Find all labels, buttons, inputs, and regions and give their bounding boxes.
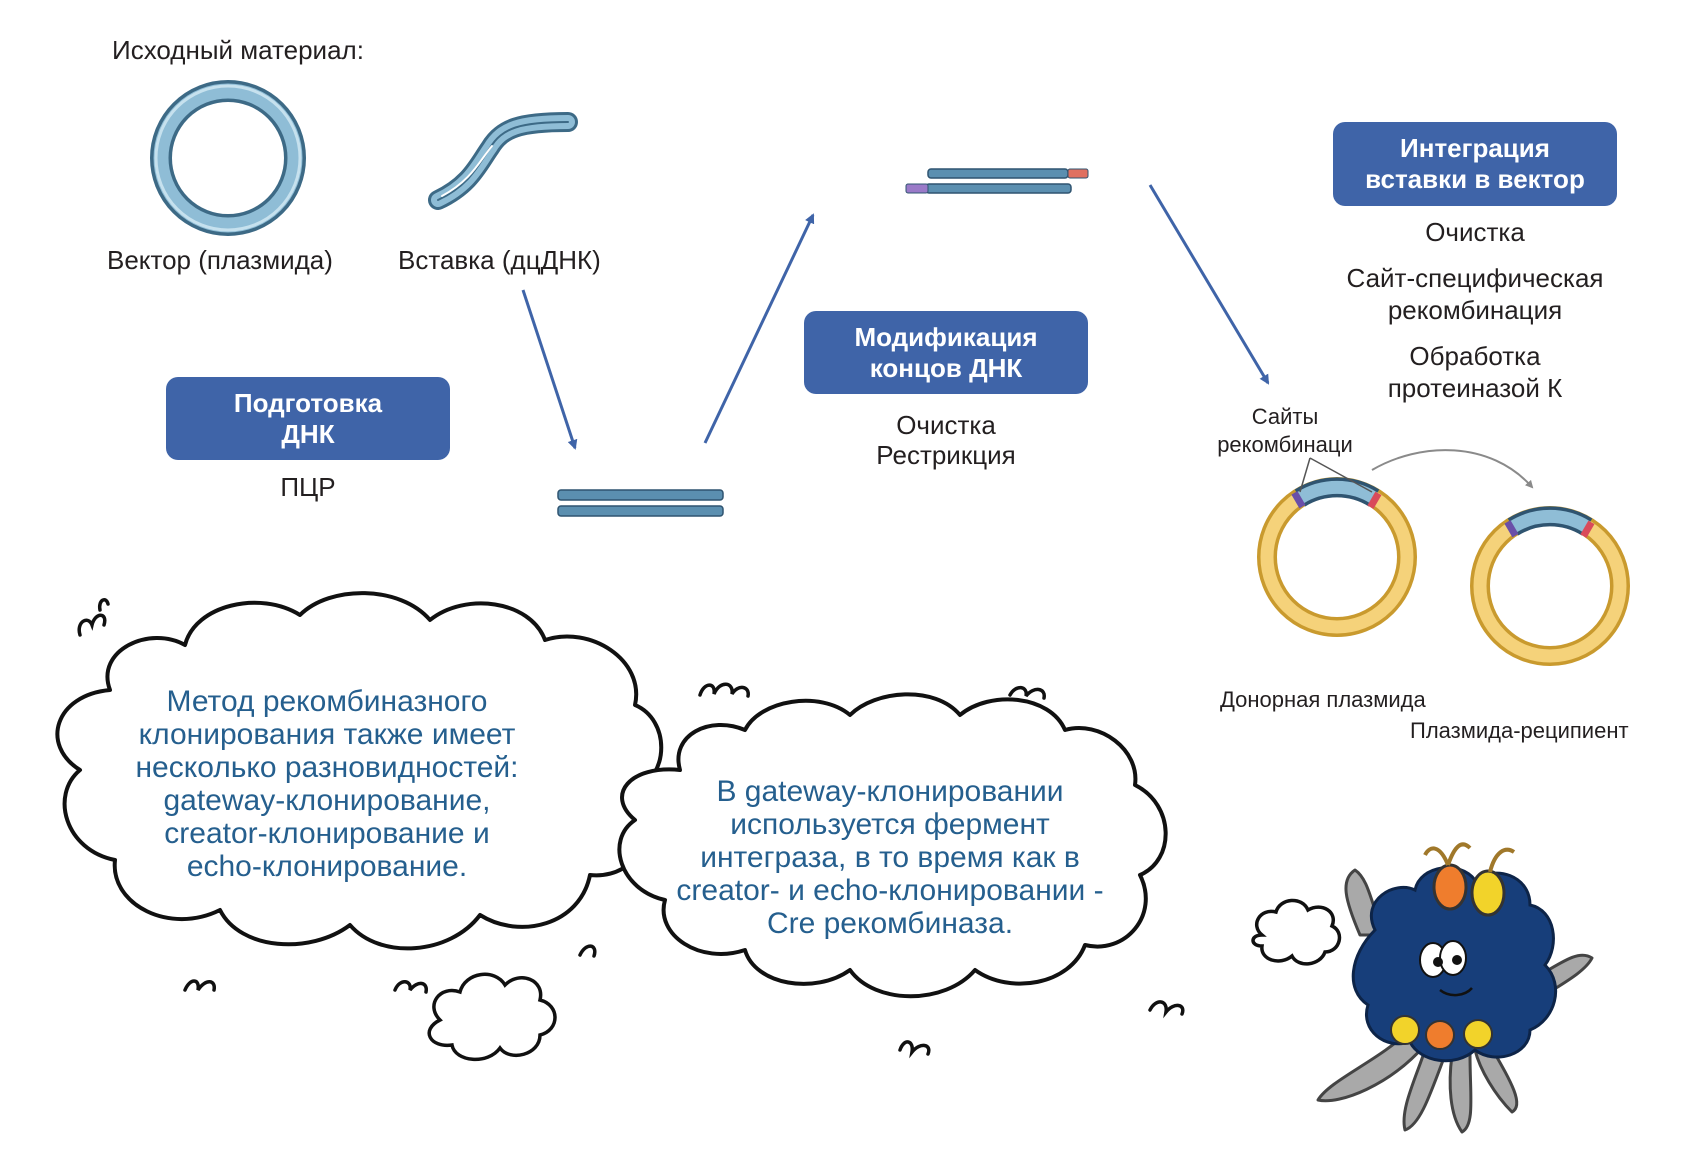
cloud-text-line: gateway-клонирование, (163, 784, 491, 817)
mascot-character-icon (1316, 842, 1594, 1134)
vector-label: Вектор (плазмида) (107, 245, 333, 275)
step-detail-line: Сайт-специфическая (1346, 263, 1604, 293)
doodle-cloud-small (427, 972, 557, 1062)
step-detail-line: ПЦР (280, 472, 336, 502)
insert-dna-icon (428, 112, 578, 210)
step-prepare-dna-box: Подготовка ДНК (166, 377, 450, 460)
site-pointer-line (1299, 457, 1311, 493)
arrow-to-pcr-product (521, 289, 578, 450)
sites-label-line: рекомбинаци (1217, 432, 1353, 457)
cloud-left-text: Метод рекомбиназного клонирования также … (92, 685, 562, 883)
step-integration-details: Очистка Сайт-специфическая рекомбинация … (1305, 216, 1645, 404)
recipient-plasmid-label: Плазмида-реципиент (1410, 718, 1629, 743)
insert-label: Вставка (дцДНК) (398, 245, 601, 275)
cloud-text-line: Cre рекомбиназа. (766, 907, 1014, 940)
step-modify-ends-box: Модификация концов ДНК (804, 311, 1088, 394)
step-integration-box: Интеграция вставки в вектор (1333, 122, 1617, 206)
arrow-to-integration (1148, 184, 1270, 385)
step-title-line: ДНК (281, 418, 335, 449)
cloud-text-line: creator-клонирование и (164, 817, 490, 850)
cloud-text-line: несколько разновидностей: (135, 751, 519, 784)
step-detail-line: Обработка (1409, 341, 1541, 371)
step-title-line: концов ДНК (869, 352, 1023, 383)
transfer-arrow (1371, 449, 1534, 489)
cloud-text-line: echo-клонирование. (186, 850, 468, 883)
site-pointer-line (1309, 457, 1373, 493)
step-modify-ends-details: Очистка Рестрикция (826, 410, 1066, 470)
doodle-cloud-small (1251, 898, 1342, 966)
step-title-line: Подготовка (233, 387, 383, 418)
modified-dna-icon (905, 168, 1089, 194)
pcr-product-dna-icon (557, 489, 724, 517)
doodle-squiggles (77, 598, 1185, 1059)
thought-cloud-center (617, 692, 1168, 999)
vector-plasmid-icon (150, 80, 306, 236)
recombination-sites-label: Сайты рекомбинаци (1190, 403, 1380, 459)
source-material-title: Исходный материал: (112, 35, 364, 65)
step-detail-line: Рестрикция (876, 440, 1016, 470)
recipient-plasmid-icon (1470, 506, 1630, 666)
donor-plasmid-label: Донорная плазмида (1220, 687, 1426, 712)
step-title-line: Модификация (854, 321, 1038, 352)
step-detail-line: Очистка (896, 410, 996, 440)
cloud-text-line: В gateway-клонировании (716, 775, 1064, 808)
cloud-center-text: В gateway-клонировании используется ферм… (630, 775, 1150, 940)
step-detail-line: рекомбинация (1387, 295, 1563, 325)
cloud-text-line: используется фермент (730, 808, 1050, 841)
cloud-text-line: клонирования также имеет (138, 718, 516, 751)
cloud-text-line: Метод рекомбиназного (166, 685, 488, 718)
cloud-text-line: интеграза, в то время как в (700, 841, 1080, 874)
sites-label-line: Сайты (1251, 404, 1319, 429)
step-title-line: Интеграция (1400, 133, 1550, 163)
step-detail-line: Очистка (1425, 217, 1525, 247)
step-title-line: вставки в вектор (1365, 164, 1585, 194)
step-detail-line: протеиназой К (1387, 373, 1563, 403)
step-prepare-dna-details: ПЦР (208, 472, 408, 502)
arrow-to-modified-dna (703, 213, 815, 444)
cloud-text-line: creator- и echo-клонировании - (676, 874, 1104, 907)
donor-plasmid-icon (1257, 477, 1417, 637)
